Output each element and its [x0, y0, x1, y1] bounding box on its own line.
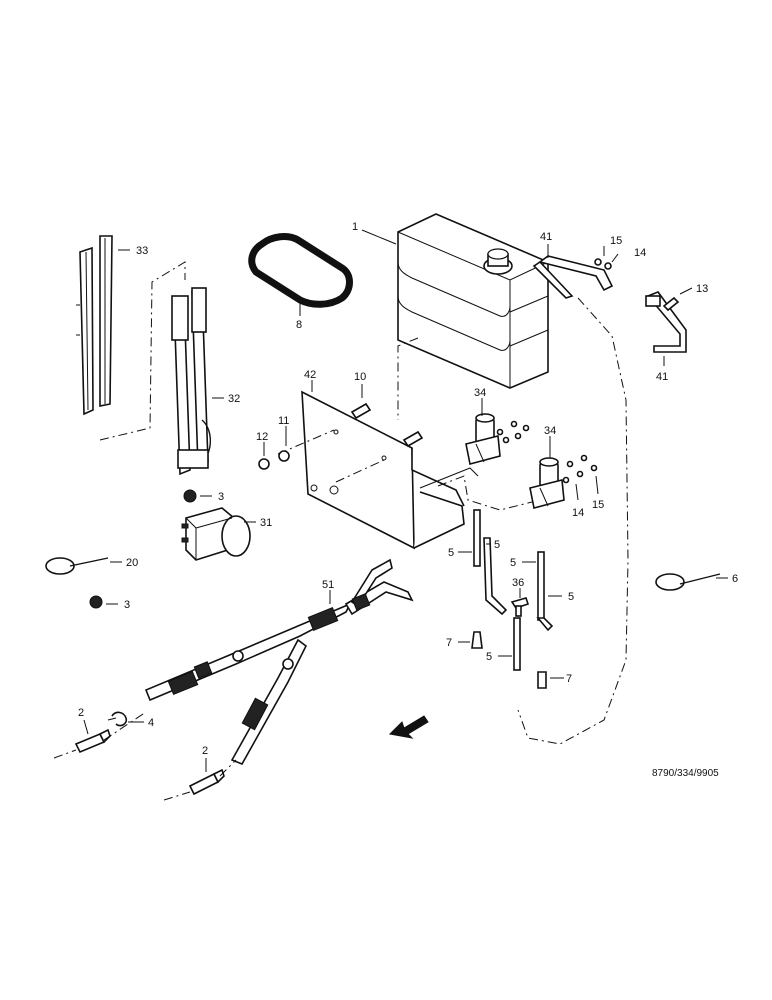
grommet-2	[89, 595, 103, 609]
label-15a: 15	[610, 235, 622, 247]
label-20: 20	[126, 557, 138, 569]
label-5b: 5	[494, 539, 500, 551]
grommet-1	[183, 489, 197, 503]
label-34b: 34	[544, 425, 556, 437]
label-8: 8	[296, 319, 302, 331]
label-32: 32	[228, 393, 240, 405]
label-5e: 5	[486, 651, 492, 663]
label-11: 11	[278, 415, 289, 427]
seal-ring	[248, 233, 353, 308]
label-41b: 41	[656, 371, 668, 383]
label-14a: 14	[634, 247, 646, 259]
label-7a: 7	[446, 637, 452, 649]
label-15b: 15	[592, 499, 604, 511]
wiper-arms	[171, 287, 211, 476]
label-41a: 41	[540, 231, 552, 243]
label-7b: 7	[566, 673, 572, 685]
label-5a: 5	[448, 547, 454, 559]
label-4: 4	[148, 717, 154, 729]
t-piece	[510, 597, 530, 617]
washer	[278, 450, 290, 462]
washer-pump-1	[465, 413, 501, 465]
label-13: 13	[696, 283, 708, 295]
label-6: 6	[732, 573, 738, 585]
nozzle-2	[537, 671, 547, 689]
label-31: 31	[260, 517, 272, 529]
label-42: 42	[304, 369, 316, 381]
label-3b: 3	[124, 599, 130, 611]
label-34a: 34	[474, 387, 486, 399]
nozzle-1	[471, 631, 483, 649]
label-3a: 3	[218, 491, 224, 503]
label-2a: 2	[78, 707, 84, 719]
washer-pump-2	[529, 457, 565, 509]
plug-1	[74, 728, 111, 754]
pump-screws	[496, 420, 598, 484]
mounting-plate	[301, 390, 479, 550]
plug-2	[188, 768, 225, 796]
label-5d: 5	[568, 591, 574, 603]
cable-tie-left	[45, 557, 109, 575]
fasteners-top	[594, 258, 680, 312]
hoses	[473, 509, 554, 671]
label-2b: 2	[202, 745, 208, 757]
tank-brackets	[532, 255, 687, 353]
label-12: 12	[256, 431, 268, 443]
washer-tank	[397, 213, 549, 389]
drawing-reference: 8790/334/9905	[652, 768, 719, 779]
cable-tie-right	[655, 573, 721, 591]
wiper-blades	[76, 235, 113, 416]
label-33: 33	[136, 245, 148, 257]
label-36: 36	[512, 577, 524, 589]
label-51: 51	[322, 579, 334, 591]
label-14b: 14	[572, 507, 584, 519]
label-1: 1	[352, 221, 358, 233]
label-5c: 5	[510, 557, 516, 569]
wiring-harness	[144, 558, 414, 766]
direction-arrow	[388, 715, 429, 739]
bolts	[350, 402, 424, 448]
nut	[258, 458, 270, 470]
label-10: 10	[354, 371, 366, 383]
clip	[107, 711, 128, 727]
wiper-motor	[181, 507, 251, 561]
